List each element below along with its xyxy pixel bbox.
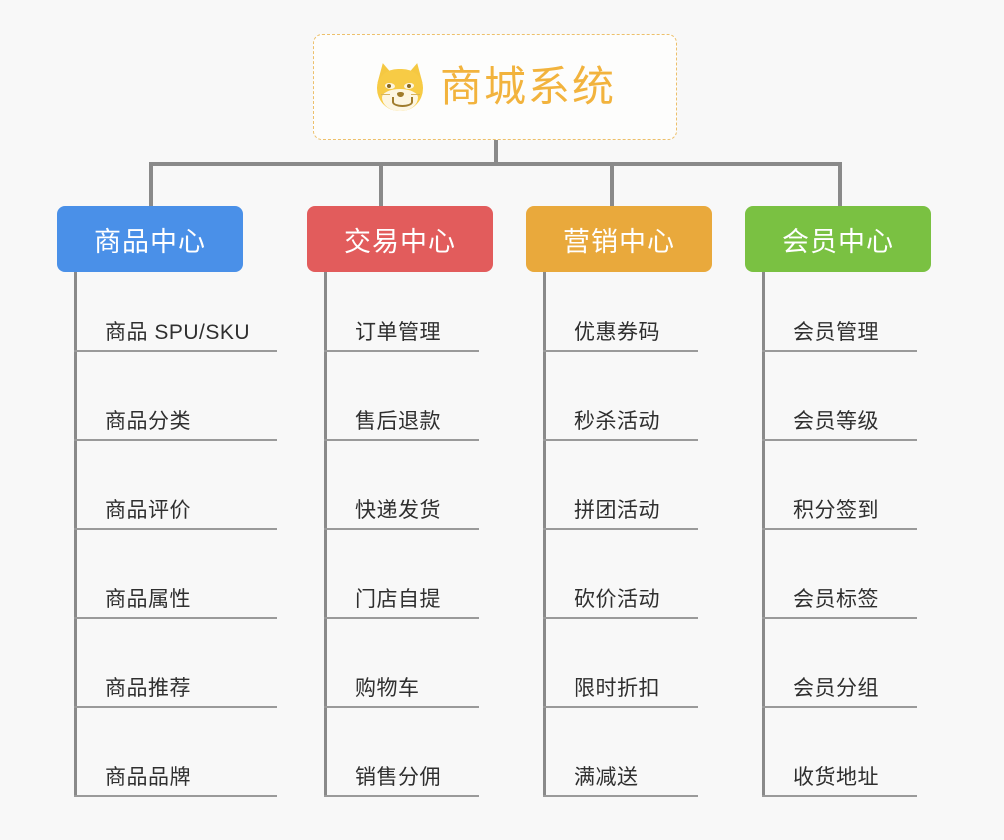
branch-drop-connector-1 bbox=[149, 162, 153, 210]
leaf-item-underline bbox=[543, 706, 698, 708]
leaf-item-underline bbox=[543, 617, 698, 619]
leaf-item-underline bbox=[324, 795, 479, 797]
leaf-spine-2 bbox=[324, 272, 327, 797]
category-box-1[interactable]: 商品中心 bbox=[57, 206, 243, 272]
category-box-2[interactable]: 交易中心 bbox=[307, 206, 493, 272]
leaf-item-underline bbox=[762, 617, 917, 619]
leaf-item-underline bbox=[543, 795, 698, 797]
leaf-item-underline bbox=[74, 350, 277, 352]
leaf-item-label: 会员标签 bbox=[793, 588, 879, 611]
shiba-mouth bbox=[391, 97, 413, 107]
leaf-spine-3 bbox=[543, 272, 546, 797]
root-stem-connector bbox=[494, 140, 498, 166]
leaf-item-underline bbox=[324, 528, 479, 530]
leaf-item-label: 快递发货 bbox=[355, 499, 441, 522]
branch-bus-connector bbox=[149, 162, 842, 166]
shiba-right-whisker bbox=[410, 94, 420, 95]
leaf-item-label: 优惠券码 bbox=[574, 321, 660, 344]
shiba-dog-icon bbox=[373, 60, 427, 113]
leaf-item-underline bbox=[74, 706, 277, 708]
leaf-item-underline bbox=[762, 528, 917, 530]
category-box-3[interactable]: 营销中心 bbox=[526, 206, 712, 272]
leaf-item-label: 限时折扣 bbox=[574, 677, 660, 700]
leaf-item-label: 商品分类 bbox=[105, 410, 191, 433]
leaf-item-label: 购物车 bbox=[355, 677, 420, 700]
leaf-item-underline bbox=[762, 795, 917, 797]
leaf-item-label: 拼团活动 bbox=[574, 499, 660, 522]
leaf-item-underline bbox=[324, 617, 479, 619]
leaf-item-underline bbox=[543, 439, 698, 441]
leaf-item-underline bbox=[762, 706, 917, 708]
shiba-left-pupil bbox=[386, 84, 391, 88]
leaf-item-label: 会员管理 bbox=[793, 321, 879, 344]
leaf-item-label: 商品品牌 bbox=[105, 766, 191, 789]
leaf-item-underline bbox=[543, 528, 698, 530]
leaf-item-label: 订单管理 bbox=[355, 321, 441, 344]
leaf-item-label: 满减送 bbox=[574, 766, 639, 789]
category-box-4[interactable]: 会员中心 bbox=[745, 206, 931, 272]
leaf-item-underline bbox=[74, 528, 277, 530]
leaf-item-label: 商品推荐 bbox=[105, 677, 191, 700]
leaf-item-underline bbox=[324, 439, 479, 441]
leaf-item-underline bbox=[324, 706, 479, 708]
leaf-item-underline bbox=[762, 350, 917, 352]
leaf-item-label: 销售分佣 bbox=[355, 766, 441, 789]
branch-drop-connector-2 bbox=[379, 162, 383, 210]
leaf-item-label: 商品属性 bbox=[105, 588, 191, 611]
leaf-item-underline bbox=[762, 439, 917, 441]
shiba-nose bbox=[396, 92, 404, 97]
leaf-item-underline bbox=[74, 617, 277, 619]
leaf-item-label: 门店自提 bbox=[355, 588, 441, 611]
leaf-item-label: 积分签到 bbox=[793, 499, 879, 522]
leaf-item-label: 商品 SPU/SKU bbox=[105, 321, 251, 344]
leaf-item-label: 会员分组 bbox=[793, 677, 879, 700]
shiba-left-whisker bbox=[380, 94, 390, 95]
leaf-item-label: 商品评价 bbox=[105, 499, 191, 522]
leaf-item-underline bbox=[324, 350, 479, 352]
leaf-item-label: 砍价活动 bbox=[574, 588, 660, 611]
shiba-right-pupil bbox=[406, 84, 411, 88]
root-title: 商城系统 bbox=[439, 63, 616, 110]
leaf-item-underline bbox=[543, 350, 698, 352]
leaf-item-label: 收货地址 bbox=[793, 766, 879, 789]
leaf-spine-4 bbox=[762, 272, 765, 797]
leaf-item-underline bbox=[74, 795, 277, 797]
root-node[interactable]: 商城系统 bbox=[313, 34, 677, 140]
branch-drop-connector-4 bbox=[838, 162, 842, 210]
leaf-item-label: 售后退款 bbox=[355, 410, 441, 433]
leaf-item-label: 秒杀活动 bbox=[574, 410, 660, 433]
branch-drop-connector-3 bbox=[610, 162, 614, 210]
leaf-spine-1 bbox=[74, 272, 77, 797]
leaf-item-underline bbox=[74, 439, 277, 441]
leaf-item-label: 会员等级 bbox=[793, 410, 879, 433]
